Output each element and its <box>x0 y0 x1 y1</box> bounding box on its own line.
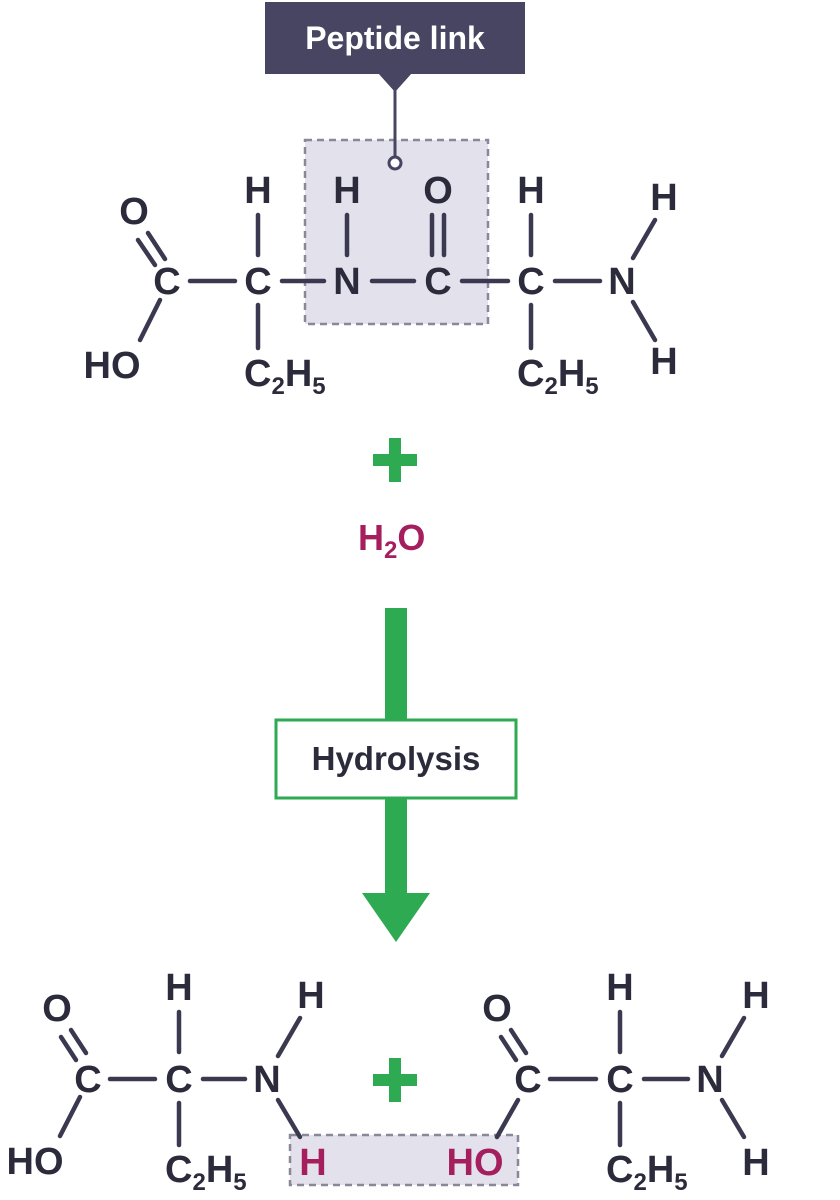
atom-right-ho-added: HO <box>447 1142 504 1184</box>
hydrolysis-label: Hydrolysis <box>312 740 481 777</box>
r-group-1: C2H5 <box>244 353 326 400</box>
r-group-left: C2H5 <box>165 1149 247 1196</box>
atom-c4: C <box>517 261 544 303</box>
atom-left-n: N <box>253 1059 280 1101</box>
hydrolysis-label-box <box>274 718 518 800</box>
hydrolysis-arrow: Hydrolysis <box>274 608 518 942</box>
r-group-2: C2H5 <box>517 353 599 400</box>
atom-left-c2: C <box>165 1059 192 1101</box>
atom-n-terminal: N <box>608 261 635 303</box>
arrow-shaft-bottom <box>385 795 407 895</box>
atom-h-amide: H <box>333 170 360 212</box>
atom-right-h-top: H <box>606 967 633 1009</box>
product-right-amino-acid: O C HO H C C2H5 N H H <box>447 967 770 1196</box>
reactant-plus-sign <box>373 438 417 482</box>
water-molecule: H2O <box>358 517 425 564</box>
bond-left-c1-o-double-b <box>68 1027 89 1056</box>
atom-o-carbonyl: O <box>423 170 453 212</box>
atom-right-o-top: O <box>482 988 512 1030</box>
bond-n-h-top <box>630 217 658 261</box>
atom-right-h-n-top: H <box>742 975 769 1017</box>
atom-c-carbonyl: C <box>424 261 451 303</box>
bond-c1-o-double-a <box>135 237 158 268</box>
bond-c1-ho <box>137 297 163 343</box>
bond-left-n-h-added <box>275 1097 303 1140</box>
bond-right-c1-o-double-b <box>508 1027 529 1056</box>
callout-label-box <box>265 2 525 74</box>
atom-right-c1: C <box>514 1059 541 1101</box>
r-group-right: C2H5 <box>606 1149 688 1196</box>
atom-h-n-top: H <box>650 177 677 219</box>
bond-left-n-h-top <box>275 1015 303 1059</box>
atom-c1: C <box>153 261 180 303</box>
atom-right-h-n-bottom: H <box>742 1142 769 1184</box>
peptide-link-highlight-box <box>303 138 490 326</box>
atom-h-n-bottom: H <box>650 341 677 383</box>
peptide-link-callout: Peptide link <box>265 2 525 326</box>
atom-left-o-top: O <box>42 988 72 1030</box>
bond-c1-o-double-b <box>145 230 168 262</box>
callout-pointer <box>378 73 412 92</box>
bond-n-h-bottom <box>630 299 658 343</box>
atom-left-c1: C <box>74 1059 101 1101</box>
atom-n-amide: N <box>333 261 360 303</box>
bond-right-n-h-bottom <box>719 1097 747 1140</box>
callout-label: Peptide link <box>305 20 485 56</box>
product-left-amino-acid: O HO C H C C2H5 N H H <box>7 967 327 1196</box>
atom-o-top: O <box>119 191 149 233</box>
atom-h-top-2: H <box>517 170 544 212</box>
callout-anchor-dot <box>387 155 403 171</box>
atom-ho: HO <box>84 345 141 387</box>
atom-left-h-top: H <box>165 967 192 1009</box>
atom-c2: C <box>244 261 271 303</box>
bond-left-c1-ho <box>57 1094 83 1139</box>
atom-left-ho: HO <box>7 1141 64 1183</box>
product-plus-sign <box>373 1058 417 1102</box>
atom-h-top-1: H <box>244 170 271 212</box>
atom-right-n: N <box>696 1059 723 1101</box>
bond-right-n-h-top <box>719 1015 747 1059</box>
dipeptide-molecule: O HO C H C C2H5 H N O C H C C2H5 N H H <box>84 170 678 400</box>
atom-left-h-added: H <box>299 1142 326 1184</box>
arrow-head <box>362 893 430 942</box>
arrow-shaft-top <box>385 608 407 723</box>
water-addition-highlight-box <box>288 1133 520 1187</box>
bond-right-c1-o-double-a <box>498 1034 519 1063</box>
atom-right-c2: C <box>606 1059 633 1101</box>
bond-left-c1-o-double-a <box>58 1034 79 1063</box>
atom-left-h-n-top: H <box>297 975 324 1017</box>
bond-right-c1-ho-added <box>494 1097 521 1140</box>
